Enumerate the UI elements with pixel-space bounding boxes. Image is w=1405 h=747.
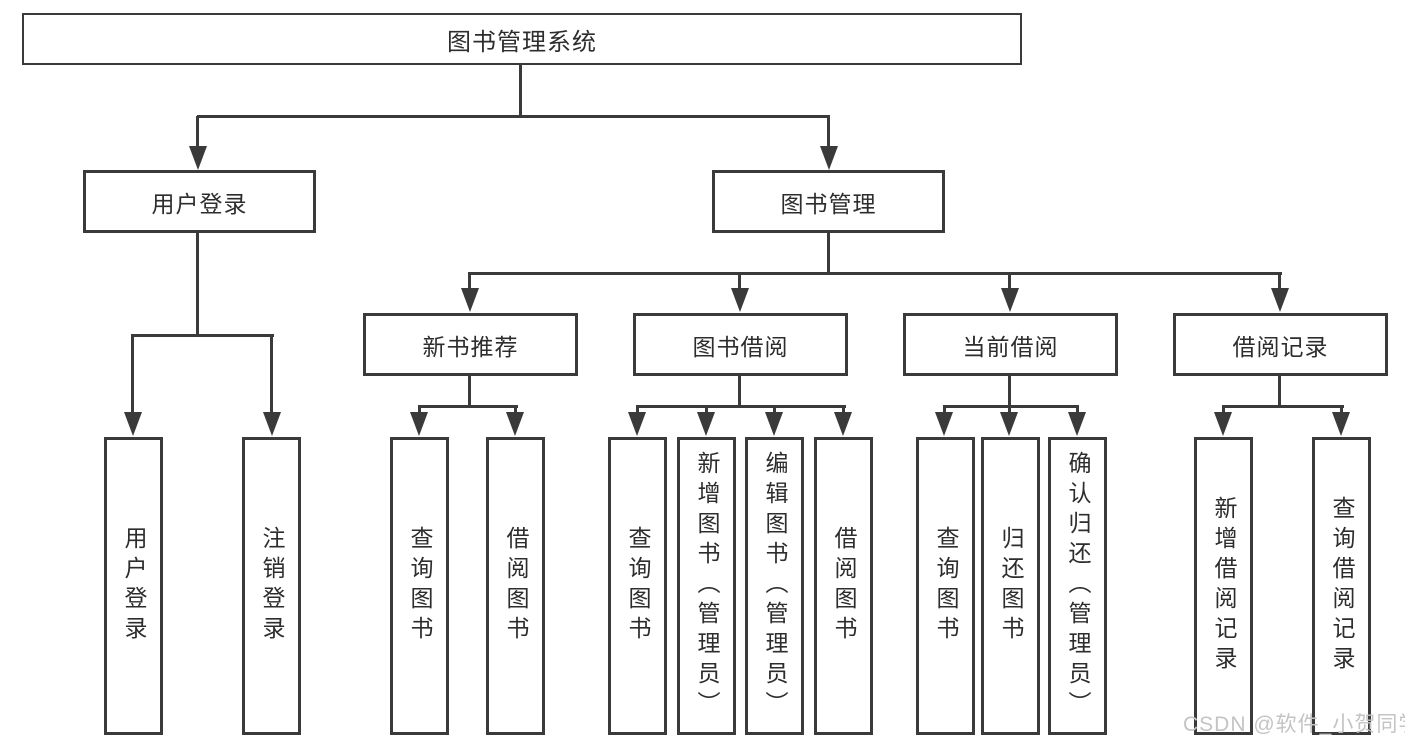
leaf-query-books-2: 查询图书 — [608, 437, 667, 735]
leaf-label: 确认归还（管理员） — [1065, 451, 1091, 721]
node-current-borrow: 当前借阅 — [903, 313, 1118, 376]
connector-book-mgmt-stem — [827, 232, 830, 274]
leaf-label: 编辑图书（管理员） — [762, 451, 788, 721]
connector-leaf-line — [738, 272, 741, 292]
arrowhead-down-icon — [765, 412, 783, 436]
node-book-borrow: 图书借阅 — [633, 313, 848, 376]
arrowhead-down-icon — [1214, 412, 1232, 436]
connector-new-books-stem — [468, 375, 471, 407]
connector-book-borrow-stem — [738, 375, 741, 407]
node-root: 图书管理系统 — [22, 13, 1022, 65]
connector-current-borrow-horizontal — [943, 405, 1079, 408]
leaf-query-books-3: 查询图书 — [916, 437, 975, 735]
connector-leaf-line — [1222, 405, 1225, 415]
node-new-book-recommend-label: 新书推荐 — [422, 333, 519, 360]
leaf-add-books-admin: 新增图书（管理员） — [677, 437, 736, 735]
connector-leaf-line — [1008, 272, 1011, 292]
leaf-return-books: 归还图书 — [981, 437, 1040, 735]
connector-current-borrow-stem — [1008, 375, 1011, 407]
arrowhead-down-icon — [935, 412, 953, 436]
connector-user-login-horizontal — [132, 334, 274, 337]
leaf-user-login: 用户登录 — [104, 437, 163, 735]
connector-borrow-records-horizontal — [1222, 405, 1344, 408]
leaf-edit-books-admin: 编辑图书（管理员） — [745, 437, 804, 735]
node-borrow-records-label: 借阅记录 — [1232, 333, 1329, 360]
arrowhead-down-icon — [628, 412, 646, 436]
arrowhead-down-icon — [1271, 288, 1289, 312]
leaf-label: 查询图书 — [407, 526, 433, 646]
arrowhead-down-icon — [1068, 412, 1086, 436]
connector-leaf-line — [705, 405, 708, 415]
arrowhead-down-icon — [1000, 412, 1018, 436]
leaf-label: 查询图书 — [625, 526, 651, 646]
connector-leaf-line — [842, 405, 845, 415]
leaf-label: 注销登录 — [259, 526, 285, 646]
connector-new-books-horizontal — [418, 405, 518, 408]
connector-book-borrow-horizontal — [636, 405, 846, 408]
leaf-label: 新增借阅记录 — [1211, 496, 1237, 676]
arrowhead-down-icon — [263, 412, 281, 436]
arrowhead-down-icon — [731, 288, 749, 312]
leaf-label: 查询借阅记录 — [1329, 496, 1355, 676]
connector-leaf-line — [1340, 405, 1343, 415]
connector-to-book-mgmt — [827, 116, 830, 148]
connector-to-user-login — [196, 116, 199, 148]
leaf-query-books-1: 查询图书 — [390, 437, 449, 735]
node-user-login-label: 用户登录 — [151, 190, 248, 217]
leaf-label: 用户登录 — [121, 526, 147, 646]
connector-leaf-line — [468, 272, 471, 292]
leaf-confirm-return-admin: 确认归还（管理员） — [1048, 437, 1107, 735]
arrowhead-down-icon — [189, 146, 207, 170]
leaf-label: 借阅图书 — [503, 526, 529, 646]
node-book-borrow-label: 图书借阅 — [692, 333, 789, 360]
node-new-book-recommend: 新书推荐 — [363, 313, 578, 376]
leaf-label: 归还图书 — [998, 526, 1024, 646]
leaf-add-borrow-record: 新增借阅记录 — [1194, 437, 1253, 735]
connector-root-stem — [519, 64, 522, 117]
connector-leaf-line — [943, 405, 946, 415]
leaf-logout: 注销登录 — [242, 437, 301, 735]
connector-leaf-line — [131, 334, 134, 416]
connector-user-login-stem — [196, 232, 199, 336]
arrowhead-down-icon — [820, 146, 838, 170]
arrowhead-down-icon — [506, 412, 524, 436]
leaf-borrow-books-1: 借阅图书 — [486, 437, 545, 735]
arrowhead-down-icon — [461, 288, 479, 312]
connector-leaf-line — [1278, 272, 1281, 292]
node-root-label: 图书管理系统 — [447, 28, 597, 56]
arrowhead-down-icon — [1332, 412, 1350, 436]
connector-borrow-records-stem — [1278, 375, 1281, 407]
arrowhead-down-icon — [697, 412, 715, 436]
leaf-label: 新增图书（管理员） — [694, 451, 720, 721]
connector-level1-horizontal — [197, 115, 830, 118]
node-book-management: 图书管理 — [712, 170, 945, 233]
connector-leaf-line — [1076, 405, 1079, 415]
connector-leaf-line — [270, 334, 273, 416]
csdn-watermark: CSDN @软件_小贺同学 — [1183, 713, 1405, 736]
connector-leaf-line — [418, 405, 421, 415]
leaf-label: 查询图书 — [933, 526, 959, 646]
connector-leaf-line — [636, 405, 639, 415]
connector-leaf-line — [514, 405, 517, 415]
arrowhead-down-icon — [834, 412, 852, 436]
node-user-login: 用户登录 — [83, 170, 316, 233]
leaf-label: 借阅图书 — [831, 526, 857, 646]
connector-level3-horizontal — [468, 272, 1282, 275]
node-book-management-label: 图书管理 — [780, 190, 877, 217]
node-current-borrow-label: 当前借阅 — [962, 333, 1059, 360]
arrowhead-down-icon — [410, 412, 428, 436]
arrowhead-down-icon — [1001, 288, 1019, 312]
connector-leaf-line — [773, 405, 776, 415]
node-borrow-records: 借阅记录 — [1173, 313, 1388, 376]
leaf-query-borrow-record: 查询借阅记录 — [1312, 437, 1371, 735]
connector-leaf-line — [1008, 405, 1011, 415]
leaf-borrow-books-2: 借阅图书 — [814, 437, 873, 735]
arrowhead-down-icon — [124, 412, 142, 436]
